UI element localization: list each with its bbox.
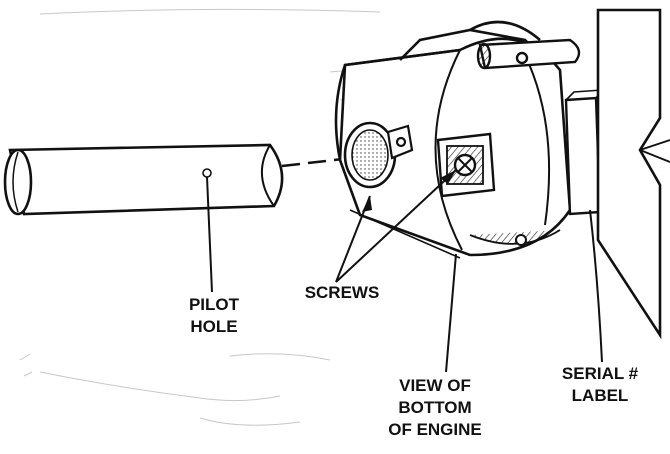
leader-pilot-hole [206, 176, 213, 293]
leader-arrowheads [362, 170, 456, 212]
pipe [3, 143, 284, 216]
engine-lug [386, 124, 414, 160]
engine-lower-lug [515, 234, 527, 246]
leader-view-of-bottom [445, 253, 457, 373]
pilot-hole-mark [202, 168, 212, 178]
engine-screw-plate [436, 132, 496, 198]
view-of-bottom-line3: OF ENGINE [388, 420, 482, 439]
serial-label-line2: LABEL [571, 386, 629, 405]
pilot-hole-label-line1: PILOT [188, 295, 240, 314]
engine-top-tube [476, 38, 581, 70]
mounting-panel [596, 8, 670, 340]
screws-label: SCREWS [286, 282, 398, 304]
serial-label-plate [564, 89, 604, 216]
screws-label-line1: SCREWS [304, 283, 380, 302]
engine-round-port [343, 121, 397, 189]
leader-screws-2 [335, 169, 457, 283]
serial-label-line1: SERIAL # [561, 364, 639, 383]
leader-lines [206, 169, 603, 373]
leader-serial-label [589, 209, 603, 363]
view-of-bottom-line2: BOTTOM [398, 398, 472, 417]
view-of-bottom-label: VIEW OF BOTTOM OF ENGINE [380, 375, 490, 441]
view-of-bottom-line1: VIEW OF [399, 376, 471, 395]
pilot-hole-label: PILOT HOLE [168, 294, 260, 338]
pilot-hole-label-line2: HOLE [190, 317, 238, 336]
serial-label-label: SERIAL # LABEL [540, 363, 660, 407]
